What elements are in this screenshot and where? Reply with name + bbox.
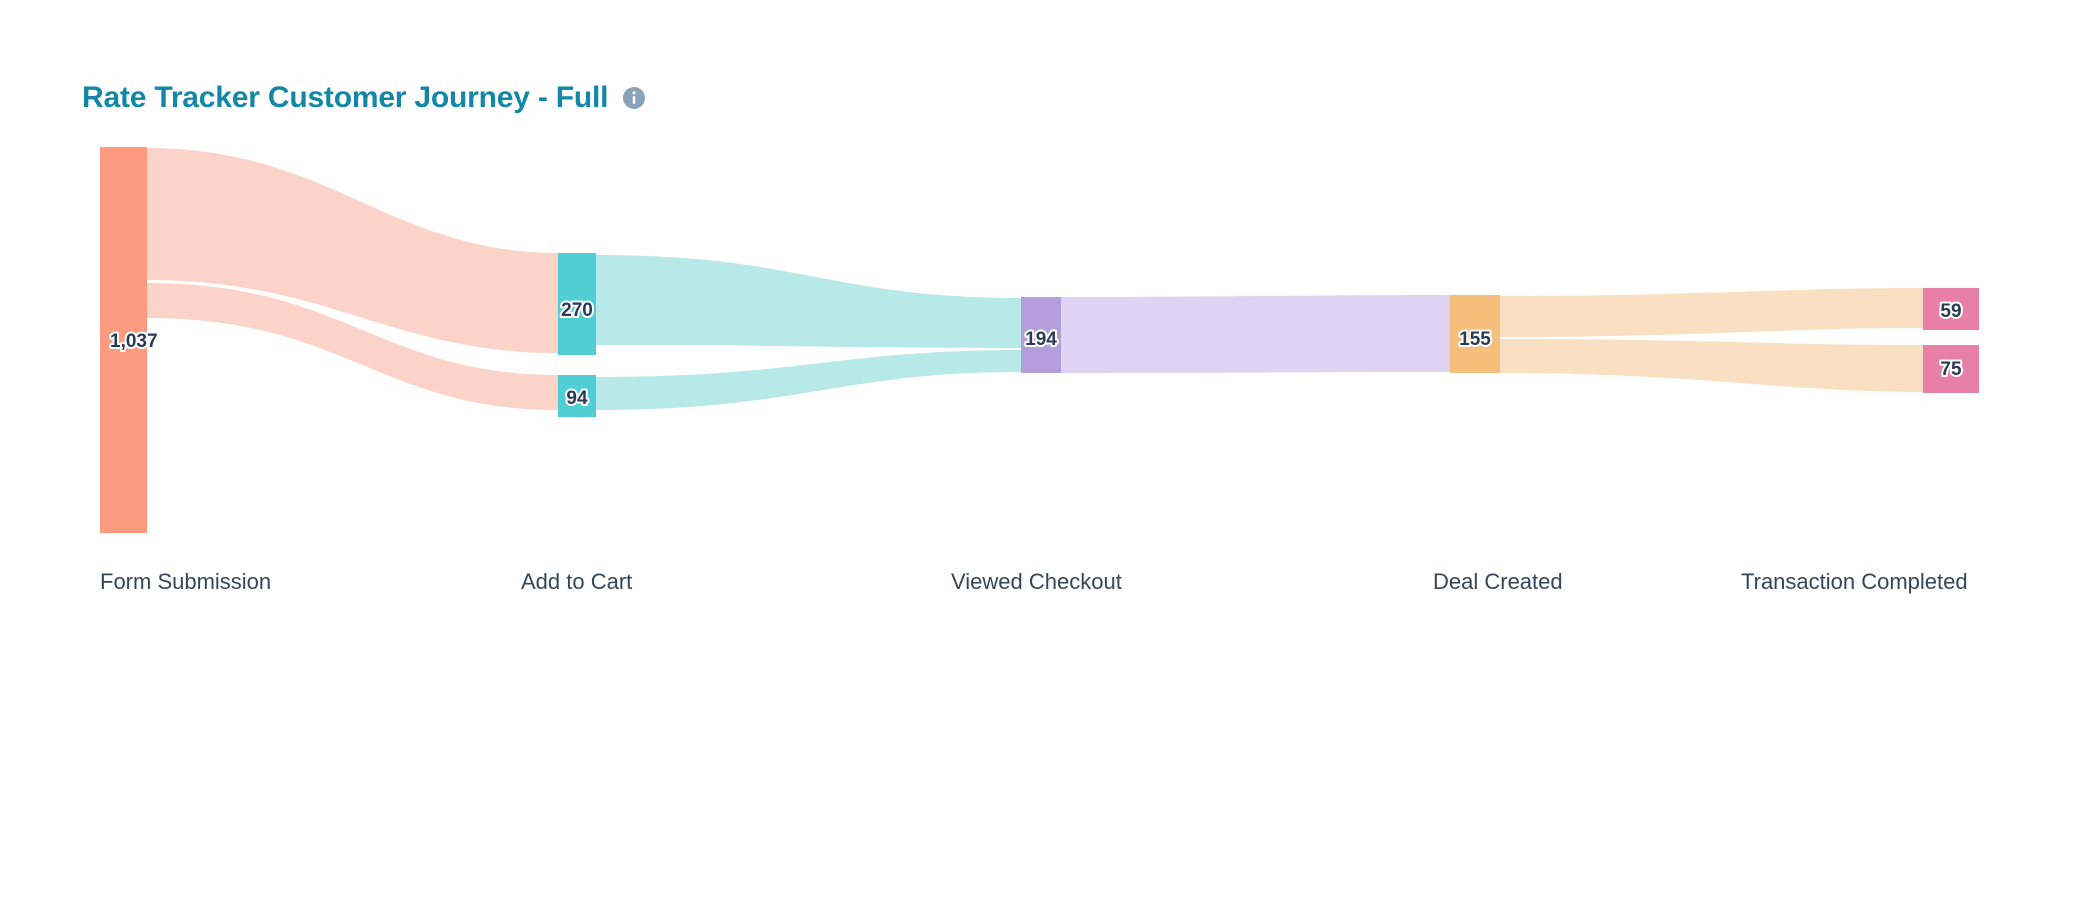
link-deal-created-to-transaction-completed-59[interactable] [1500, 288, 1923, 337]
stage-label-form-submission: Form Submission [100, 569, 271, 594]
sankey-nodes [100, 147, 1979, 533]
stage-label-add-to-cart: Add to Cart [521, 569, 632, 594]
page-title: Rate Tracker Customer Journey - Full [82, 81, 609, 114]
link-add-to-cart-to-viewed-checkout-upper[interactable] [596, 255, 1021, 348]
node-value-label: 155 [1459, 329, 1491, 350]
sankey-node-add-to-cart-270[interactable] [558, 253, 596, 355]
link-add-to-cart-to-viewed-checkout-lower[interactable] [596, 350, 1021, 410]
sankey-stage-labels: Form Submission Add to Cart Viewed Check… [100, 569, 1968, 594]
chart-header: Rate Tracker Customer Journey - Full [82, 78, 646, 118]
stage-label-deal-created: Deal Created [1433, 569, 1563, 594]
node-value-label: 194 [1025, 329, 1057, 350]
sankey-node-transaction-completed-59[interactable] [1923, 288, 1979, 330]
sankey-node-transaction-completed-75[interactable] [1923, 345, 1979, 393]
link-form-submission-to-add-to-cart-94[interactable] [147, 283, 558, 410]
sankey-node-deal-created[interactable] [1450, 295, 1500, 373]
sankey-node-value-labels: 1,037 270 94 194 155 59 75 [108, 298, 1964, 411]
node-value-label: 59 [1940, 301, 1961, 322]
sankey-node-form-submission[interactable] [100, 147, 147, 533]
node-value-label: 1,037 [110, 331, 158, 352]
link-viewed-checkout-to-deal-created[interactable] [1060, 295, 1450, 373]
info-icon[interactable] [622, 86, 646, 110]
link-deal-created-to-transaction-completed-75[interactable] [1500, 339, 1923, 392]
sankey-links [147, 148, 1923, 410]
sankey-node-viewed-checkout[interactable] [1021, 297, 1061, 373]
stage-label-viewed-checkout: Viewed Checkout [951, 569, 1122, 594]
node-value-label: 75 [1940, 359, 1962, 380]
node-value-label: 94 [566, 388, 588, 409]
stage-label-transaction-completed: Transaction Completed [1741, 569, 1968, 594]
sankey-node-add-to-cart-94[interactable] [558, 375, 596, 417]
node-value-label: 270 [561, 300, 593, 321]
link-form-submission-to-add-to-cart-270[interactable] [147, 148, 558, 353]
